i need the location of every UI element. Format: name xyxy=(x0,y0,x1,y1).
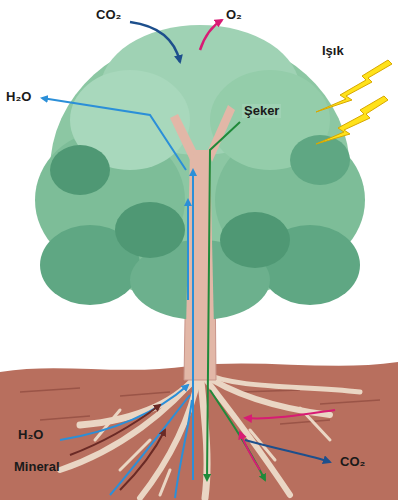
gas-label: CO₂ xyxy=(96,8,121,22)
gas-label: CO₂ xyxy=(340,455,365,469)
water-label: H₂O xyxy=(6,90,31,104)
mineral-label: Mineral xyxy=(14,460,60,474)
sugar-label: Şeker xyxy=(242,104,281,118)
light-label: Işık xyxy=(322,44,344,58)
gas-label: O₂ xyxy=(226,8,242,22)
water-label: H₂O xyxy=(18,428,43,442)
